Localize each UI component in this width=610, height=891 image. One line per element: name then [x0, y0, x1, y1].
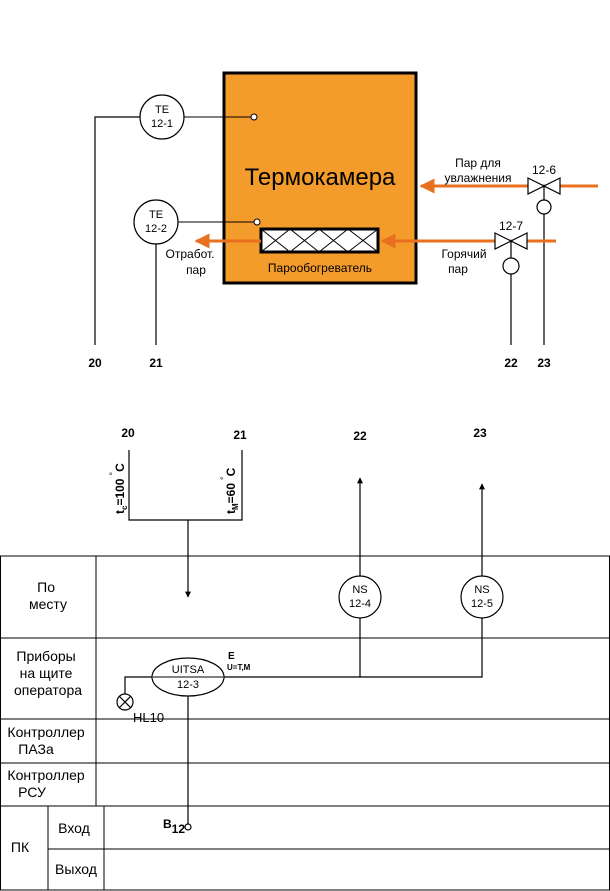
line-number-23-top: 23 — [537, 356, 551, 370]
b12-output-point — [184, 823, 192, 831]
te-12-1-instrument — [139, 94, 185, 140]
line-number-20-bottom: 20 — [121, 426, 135, 440]
svg-text:TE: TE — [149, 209, 163, 221]
line-number-22-top: 22 — [504, 356, 518, 370]
merge-line — [128, 450, 243, 521]
row-output-label: Выход — [55, 861, 97, 877]
lamp-line — [124, 676, 152, 694]
ns-12-4-instrument — [338, 575, 382, 619]
svg-text:Отработ.: Отработ. — [166, 247, 215, 261]
line-number-21-top: 21 — [149, 356, 163, 370]
row-input-label: Вход — [58, 820, 90, 836]
sensor-point-2 — [253, 218, 261, 226]
svg-text:12-6: 12-6 — [532, 163, 556, 177]
svg-text:пар: пар — [448, 262, 468, 276]
svg-text:12-1: 12-1 — [151, 118, 173, 130]
te-12-2-instrument — [133, 199, 179, 245]
row-local-label: По месту — [29, 579, 67, 612]
ns-12-5-instrument — [460, 575, 504, 619]
lamp-hl10-icon — [116, 693, 134, 711]
line-20-top — [94, 116, 140, 345]
svg-text:UITSA: UITSA — [172, 664, 205, 676]
steam-heater — [259, 227, 380, 254]
param-tm: tM=60°C — [219, 467, 240, 514]
svg-text:TE: TE — [155, 104, 169, 116]
svg-text:Горячий: Горячий — [441, 247, 486, 261]
control-section: 20 21 22 23 tс=100°C tM=60°C По мес — [0, 426, 610, 891]
param-tc: tс=100°C — [108, 463, 129, 514]
svg-text:Пар для: Пар для — [455, 156, 501, 170]
row-panel-label: Приборы на щите оператора — [14, 648, 82, 698]
lamp-label: HL10 — [133, 710, 164, 725]
heater-label: Парообогреватель — [268, 261, 372, 275]
row-pk-label: ПК — [11, 839, 30, 855]
svg-text:NS: NS — [352, 584, 367, 596]
row-rsu-label: Контроллер РСУ — [7, 767, 88, 800]
line-number-21-bottom: 21 — [233, 428, 247, 442]
line-number-22-bottom: 22 — [353, 429, 367, 443]
line-number-23-bottom: 23 — [473, 426, 487, 440]
svg-text:12-5: 12-5 — [471, 598, 493, 610]
svg-text:12-4: 12-4 — [349, 598, 371, 610]
svg-text:NS: NS — [474, 584, 489, 596]
output-bus — [224, 618, 483, 678]
svg-text:пар: пар — [186, 263, 206, 277]
svg-text:12-7: 12-7 — [499, 219, 523, 233]
process-section: Термокамера Парообогреватель TE 12-1 TE … — [88, 71, 598, 370]
svg-text:12-3: 12-3 — [177, 679, 199, 691]
uitsa-u-label: U=T,M — [227, 663, 251, 672]
sensor-point-1 — [250, 113, 258, 121]
chamber-title: Термокамера — [245, 164, 396, 191]
svg-text:увлажнения: увлажнения — [445, 171, 512, 185]
row-paz-label: Контроллер ПАЗа — [7, 724, 88, 757]
valve-12-6 — [527, 177, 561, 215]
b12-label: B12 — [163, 817, 185, 836]
line-number-20-top: 20 — [88, 356, 102, 370]
svg-text:12-2: 12-2 — [145, 223, 167, 235]
valve-12-7 — [494, 232, 528, 275]
uitsa-e-label: E — [228, 651, 235, 662]
location-table — [0, 555, 610, 891]
